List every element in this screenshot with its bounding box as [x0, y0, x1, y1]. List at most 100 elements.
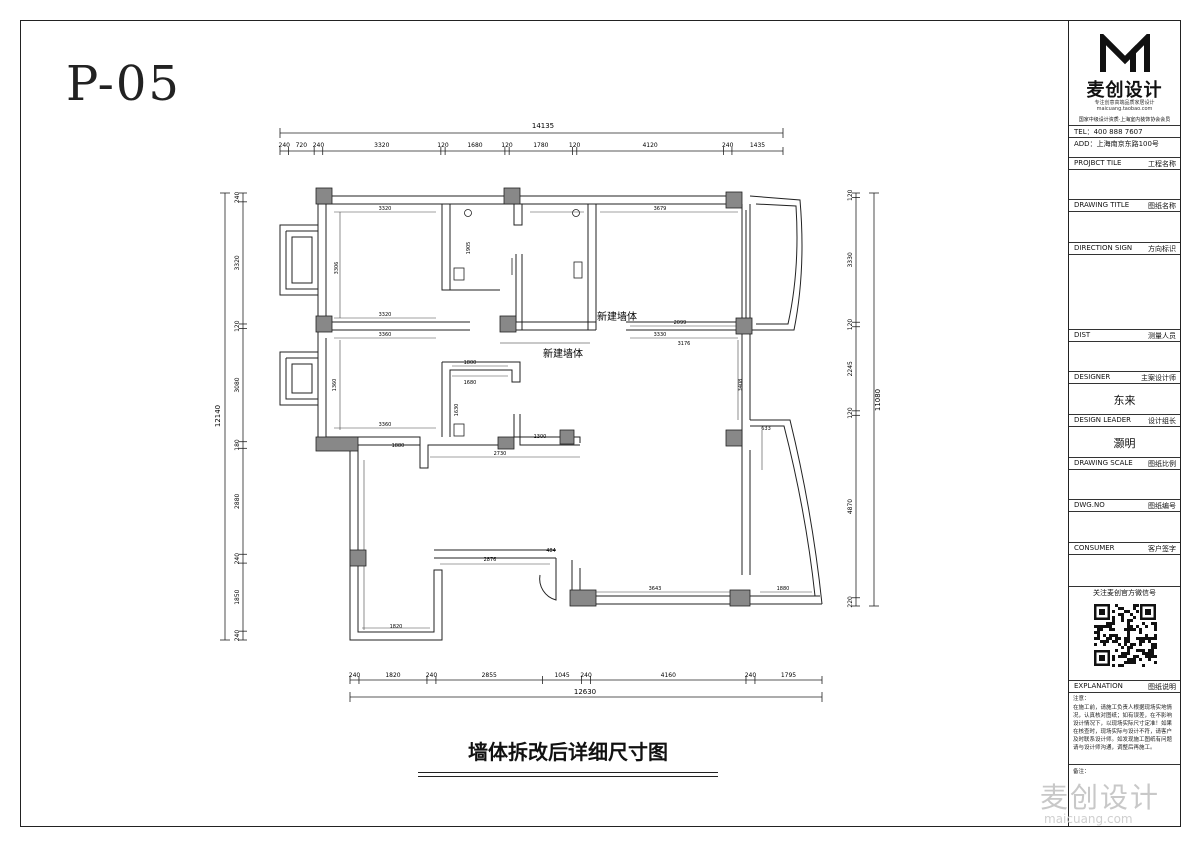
top-segment-label: 1780 [533, 142, 548, 149]
inner-dimension-label: 2730 [494, 451, 507, 457]
explanation-box: 注意： 在施工前，请施工负责人根据现场实地情况，认真核对图纸；如有误差，在不影响… [1069, 692, 1180, 764]
tel-value: TEL：400 888 7607 [1074, 128, 1143, 136]
inner-dimension-label: 1360 [332, 379, 338, 392]
row-label-en: DESIGN LEADER [1074, 416, 1131, 424]
row-label-cn: 图纸比例 [1148, 460, 1176, 468]
right-segment-label: 120 [847, 189, 854, 201]
address-value: ADD：上海南京东路100号 [1074, 140, 1159, 148]
wechat-note: 关注麦创官方微信号 [1093, 589, 1156, 597]
row-explanation: EXPLANATION 图纸说明 [1069, 680, 1180, 692]
top-segment-label: 1680 [467, 142, 482, 149]
member-note: 国家中级设计资质·上海室内装饰协会会员 [1078, 117, 1171, 123]
left-segment-label: 2880 [234, 493, 241, 508]
row-label-en: DRAWING SCALE [1074, 459, 1133, 467]
drawing-scale-box [1069, 469, 1180, 499]
row-dist: DIST 测量人员 [1069, 329, 1180, 341]
right-segment-label: 2245 [847, 361, 854, 376]
bottom-segment-label: 2855 [482, 672, 497, 679]
row-label-en: DIRECTION SIGN [1074, 244, 1133, 252]
bottom-dimension-ticks [349, 676, 823, 684]
floor-plan: 14135 240 720 240 3320 120 1680 120 1780 120 4120… [214, 122, 882, 702]
row-label-cn: 测量人员 [1148, 332, 1176, 340]
leader-name: 灏明 [1113, 437, 1136, 450]
company-logo: 麦创设计 专注创意高端品质家居设计 maicuang.taobao.com [1069, 20, 1180, 125]
row-label-en: EXPLANATION [1074, 682, 1123, 690]
tel-row: TEL：400 888 7607 [1069, 125, 1180, 137]
row-label-cn: 客户签字 [1148, 545, 1176, 553]
row-label-cn: 工程名称 [1148, 160, 1176, 168]
bottom-segment-label: 1045 [554, 672, 569, 679]
inner-dimension-label: 1820 [390, 624, 403, 630]
right-segment-label: 120 [847, 319, 854, 331]
row-label-cn: 图纸编号 [1148, 502, 1176, 510]
fixtures [453, 209, 583, 437]
company-brand: 麦创设计 [1086, 80, 1163, 101]
inner-dimension-label: 1630 [454, 404, 460, 417]
inner-dimension-label: 1800 [464, 360, 477, 366]
remark-box: 备注： [1069, 764, 1180, 826]
inner-dimension-label: 633 [761, 426, 771, 432]
direction-sign-box [1069, 254, 1180, 329]
designer-name: 东来 [1113, 394, 1136, 407]
top-segment-label: 240 [279, 142, 291, 149]
top-total-dimension: 14135 [532, 122, 554, 130]
watermark-cn: 麦创设计 [1040, 781, 1161, 814]
row-designer: DESIGNER 主案设计师 [1069, 371, 1180, 383]
inner-dimension-label: 3306 [334, 262, 340, 275]
left-dimension-ticks [239, 192, 247, 641]
new-wall-label-2: 新建墙体 [543, 347, 583, 360]
left-segment-label: 3320 [234, 255, 241, 270]
top-segment-label: 4120 [642, 142, 657, 149]
row-label-cn: 图纸说明 [1148, 683, 1176, 691]
row-dwg-no: DWG.NO 图纸编号 [1069, 499, 1180, 511]
row-label-en: DESIGNER [1074, 373, 1111, 381]
row-design-leader: DESIGN LEADER 设计组长 [1069, 414, 1180, 426]
left-segment-label: 3080 [234, 377, 241, 392]
drawing-title-box [1069, 211, 1180, 242]
page-code: P-05 [66, 56, 181, 112]
row-label-cn: 图纸名称 [1148, 202, 1176, 210]
designer-box: 东来 [1069, 383, 1180, 414]
watermark-en: maicuang.com [1044, 812, 1133, 826]
inner-dimension-lines [334, 211, 812, 630]
new-wall-label-1: 新建墙体 [597, 310, 637, 323]
top-dimension-lines [279, 128, 784, 152]
top-segment-label: 120 [437, 142, 449, 149]
row-consumer: CONSUMER 客户签字 [1069, 542, 1180, 554]
plan-title-underline [418, 772, 718, 773]
inner-dimension-label: 2099 [674, 320, 687, 326]
inner-dimension-label: 3360 [379, 422, 392, 428]
top-segment-label: 240 [722, 142, 734, 149]
row-label-en: DWG.NO [1074, 501, 1105, 509]
address-row: ADD：上海南京东路100号 [1069, 137, 1180, 149]
right-dimension-ticks [852, 192, 860, 607]
dist-box [1069, 341, 1180, 371]
inner-dimension-label: 3330 [654, 332, 667, 338]
inner-dimension-label: 1300 [534, 434, 547, 440]
inner-dimension-label: 484 [546, 548, 556, 554]
walls [279, 195, 823, 641]
row-label-cn: 主案设计师 [1141, 374, 1176, 382]
row-drawing-scale: DRAWING SCALE 图纸比例 [1069, 457, 1180, 469]
row-label-cn: 方向标识 [1148, 245, 1176, 253]
top-segment-label: 240 [313, 142, 325, 149]
top-segment-label: 720 [296, 142, 308, 149]
left-dimension-lines [220, 192, 244, 641]
company-slogan: 专注创意高端品质家居设计 [1094, 100, 1155, 106]
note-label: 注意： [1073, 696, 1090, 702]
consumer-box [1069, 554, 1180, 586]
inner-dimension-label: 3320 [379, 206, 392, 212]
inner-dimension-labels: 3320332033603360333018001680163027301300… [332, 206, 789, 630]
inner-dimension-label: 3408 [738, 379, 744, 392]
company-site: maicuang.taobao.com [1096, 106, 1153, 112]
left-segment-label: 180 [234, 439, 241, 451]
row-label-en: PROJBCT TILE [1074, 159, 1122, 167]
note-text: 在施工前，请施工负责人根据现场实地情况，认真核对图纸；如有误差，在不影响设计情况… [1073, 705, 1173, 751]
design-leader-box: 灏明 [1069, 426, 1180, 457]
bottom-segment-label: 240 [426, 672, 438, 679]
bottom-dimension-lines [349, 679, 823, 702]
